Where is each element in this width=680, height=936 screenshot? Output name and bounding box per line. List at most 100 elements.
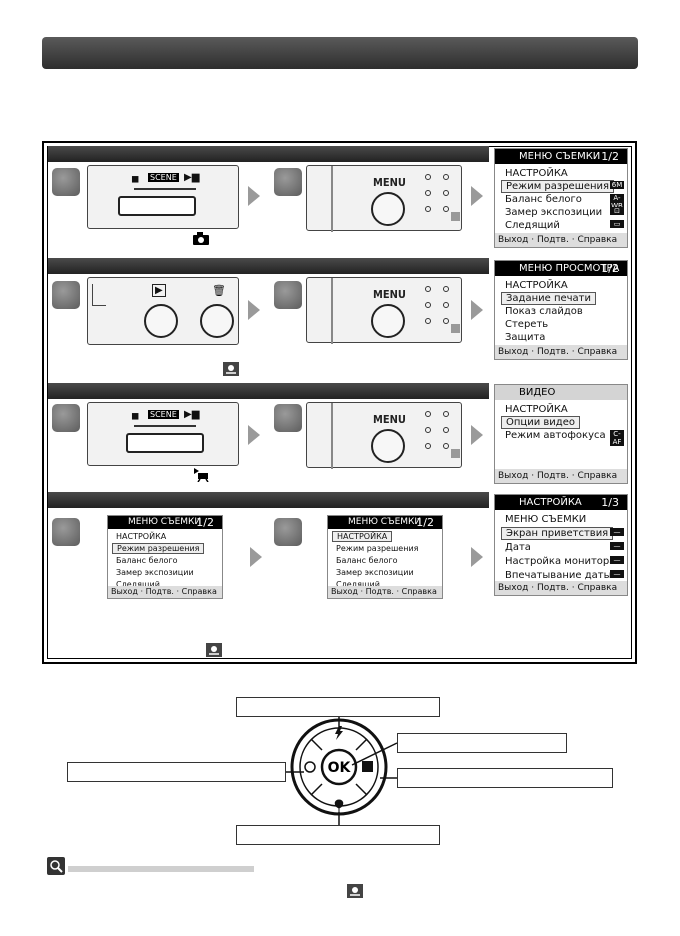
row4-step2-badge (274, 518, 302, 546)
next-arrow-icon (248, 425, 260, 445)
setting-badge: 6M (610, 181, 624, 189)
menu-item[interactable]: Замер экспозиции (336, 568, 414, 577)
row2-step1-badge (52, 281, 80, 309)
setup-menu-screen: НАСТРОЙКА 1/3 МЕНЮ СЪЕМКИ Экран приветств… (494, 494, 628, 596)
screen-footer: Выход · Подтв. · Справка (108, 586, 222, 598)
menu-item-selected[interactable]: Режим разрешения (501, 180, 615, 193)
playback-button[interactable] (144, 304, 178, 338)
menu-item[interactable]: Следящий (336, 580, 380, 589)
indicator-dot (425, 443, 431, 449)
screen-footer: Выход · Подтв. · Справка (495, 233, 627, 247)
menu-button-label: MENU (373, 176, 406, 189)
menu-item-selected[interactable]: НАСТРОЙКА (332, 531, 393, 542)
menu-button-panel: MENU (306, 165, 462, 232)
trash-icon: 🗑 (212, 284, 226, 297)
menu-item-selected[interactable]: Режим разрешения (112, 543, 205, 554)
indicator-dot (425, 206, 431, 212)
menu-button[interactable] (371, 304, 405, 338)
mode-dial-panel: ◼ SCENE ▶▆ (87, 402, 239, 466)
menu-item[interactable]: Дата (505, 542, 531, 553)
ok-button-label: OK (328, 760, 352, 776)
label-box-ok (397, 733, 567, 753)
indicator-dot (443, 318, 449, 324)
macro-icon (334, 799, 344, 812)
menu-button-panel: MENU (306, 277, 462, 344)
menu-item[interactable]: МЕНЮ СЪЕМКИ (505, 514, 587, 525)
menu-item[interactable]: НАСТРОЙКА (116, 532, 167, 541)
menu-button-label: MENU (373, 288, 406, 301)
row2-header (48, 258, 489, 274)
menu-item[interactable]: Показ слайдов (505, 306, 583, 317)
scene-label: SCENE (148, 173, 179, 182)
macro-flower-icon (206, 642, 222, 661)
page-indicator: 1/2 (416, 516, 434, 529)
menu-button-label: MENU (373, 413, 406, 426)
delete-button[interactable] (200, 304, 234, 338)
movie-camera-icon (194, 467, 210, 486)
menu-item[interactable]: Баланс белого (116, 556, 178, 565)
screen-footer: Выход · Подтв. · Справка (495, 581, 627, 595)
screen-title: НАСТРОЙКА (519, 497, 582, 508)
delete-icon (451, 324, 460, 333)
indicator-dot (443, 411, 449, 417)
menu-item[interactable]: Режим разрешения (336, 544, 419, 553)
menu-item[interactable]: НАСТРОЙКА (505, 168, 568, 179)
screen-footer: Выход · Подтв. · Справка (495, 469, 627, 483)
flash-icon (335, 726, 343, 740)
menu-item-selected[interactable]: Экран приветствия (501, 527, 614, 540)
indicator-dot (443, 443, 449, 449)
menu-item[interactable]: НАСТРОЙКА (505, 404, 568, 415)
magnifier-note-icon (47, 857, 65, 879)
indicator-dot (425, 411, 431, 417)
row1-step1-badge (52, 168, 80, 196)
menu-button-panel: MENU (306, 402, 462, 469)
mode-dial-track (134, 188, 196, 190)
menu-item[interactable]: Следящий (505, 220, 560, 231)
menu-item[interactable]: Впечатывание даты (505, 570, 612, 581)
mode-dial-switch[interactable] (118, 196, 196, 216)
indicator-dot (425, 286, 431, 292)
menu-item[interactable]: Замер экспозиции (116, 568, 194, 577)
menu-item[interactable]: Режим автофокуса (505, 430, 606, 441)
row1-step2-badge (274, 168, 302, 196)
page-indicator: 1/3 (601, 496, 619, 509)
delete-icon (451, 212, 460, 221)
menu-item[interactable]: Следящий (116, 580, 160, 589)
menu-item[interactable]: Баланс белого (505, 194, 582, 205)
menu-item[interactable]: НАСТРОЙКА (505, 280, 568, 291)
multi-selector[interactable]: OK (290, 712, 388, 822)
menu-item[interactable]: Настройка монитора (505, 556, 616, 567)
screen-title: МЕНЮ ПРОСМОТРА (519, 263, 620, 274)
indicator-dot (425, 174, 431, 180)
next-arrow-icon (248, 186, 260, 206)
panel-edge (331, 278, 333, 344)
mode-dial-panel: ◼ SCENE ▶▆ (87, 165, 239, 229)
row3-step2-badge (274, 404, 302, 432)
screen-footer: Выход · Подтв. · Справка (495, 345, 627, 359)
menu-item-selected[interactable]: Задание печати (501, 292, 596, 305)
playback-icon: ▶ (152, 284, 166, 297)
scene-label: SCENE (148, 410, 179, 419)
indicator-dot (443, 286, 449, 292)
menu-button[interactable] (371, 192, 405, 226)
menu-item[interactable]: Замер экспозиции (505, 207, 603, 218)
menu-item-selected[interactable]: Опции видео (501, 416, 580, 429)
setting-badge: C-AF (610, 430, 624, 446)
menu-button[interactable] (371, 429, 405, 463)
row4-step1-badge (52, 518, 80, 546)
next-arrow-icon (471, 547, 483, 567)
menu-item[interactable]: Защита (505, 332, 546, 343)
playback-button-panel: ▶ 🗑 (87, 277, 239, 345)
indicator-dot (443, 427, 449, 433)
indicator-dot (425, 190, 431, 196)
menu-item[interactable]: Стереть (505, 319, 549, 330)
menu-item[interactable]: Баланс белого (336, 556, 398, 565)
section-title-bar (42, 37, 638, 69)
mode-dial-switch[interactable] (126, 433, 204, 453)
row3-header (48, 383, 489, 399)
setting-badge: — (610, 556, 624, 564)
next-arrow-icon (250, 547, 262, 567)
